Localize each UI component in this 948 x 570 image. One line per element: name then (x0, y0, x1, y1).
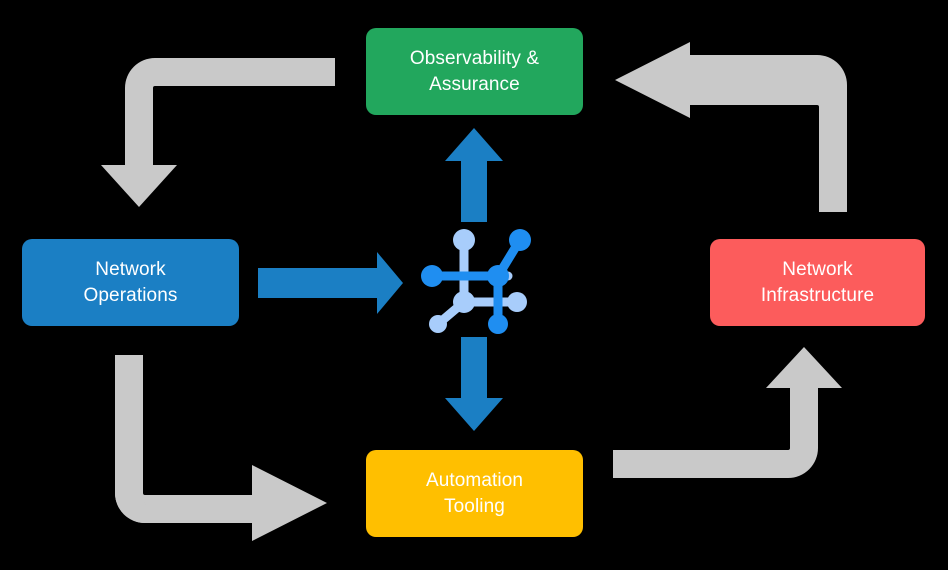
node-label-line1: Network (95, 259, 166, 281)
node-label-line2: Tooling (444, 495, 505, 517)
arrow-operations-to-center (258, 252, 403, 314)
arrow-center-to-automation (445, 337, 503, 431)
node-automation-tooling[interactable]: Automation Tooling (366, 450, 583, 537)
node-label-line1: Network (782, 259, 853, 281)
node-observability-assurance[interactable]: Observability & Assurance (366, 28, 583, 115)
node-network-operations[interactable]: Network Operations (22, 239, 239, 326)
arrow-center-to-observability (445, 128, 503, 222)
node-label-line2: Operations (83, 284, 178, 306)
arrow-observability-to-operations (101, 58, 335, 207)
network-topology-icon (421, 229, 531, 334)
node-network-infrastructure[interactable]: Network Infrastructure (710, 239, 925, 326)
arrow-infrastructure-to-observability (615, 42, 847, 212)
node-label-line1: Observability & (409, 48, 540, 70)
topology-nodes (421, 229, 531, 334)
node-label-line2: Assurance (429, 73, 520, 95)
arrow-automation-to-infrastructure (613, 347, 842, 478)
arrow-operations-to-automation (115, 355, 327, 541)
node-label-line2: Infrastructure (760, 284, 875, 306)
node-label-line1: Automation (425, 470, 524, 492)
